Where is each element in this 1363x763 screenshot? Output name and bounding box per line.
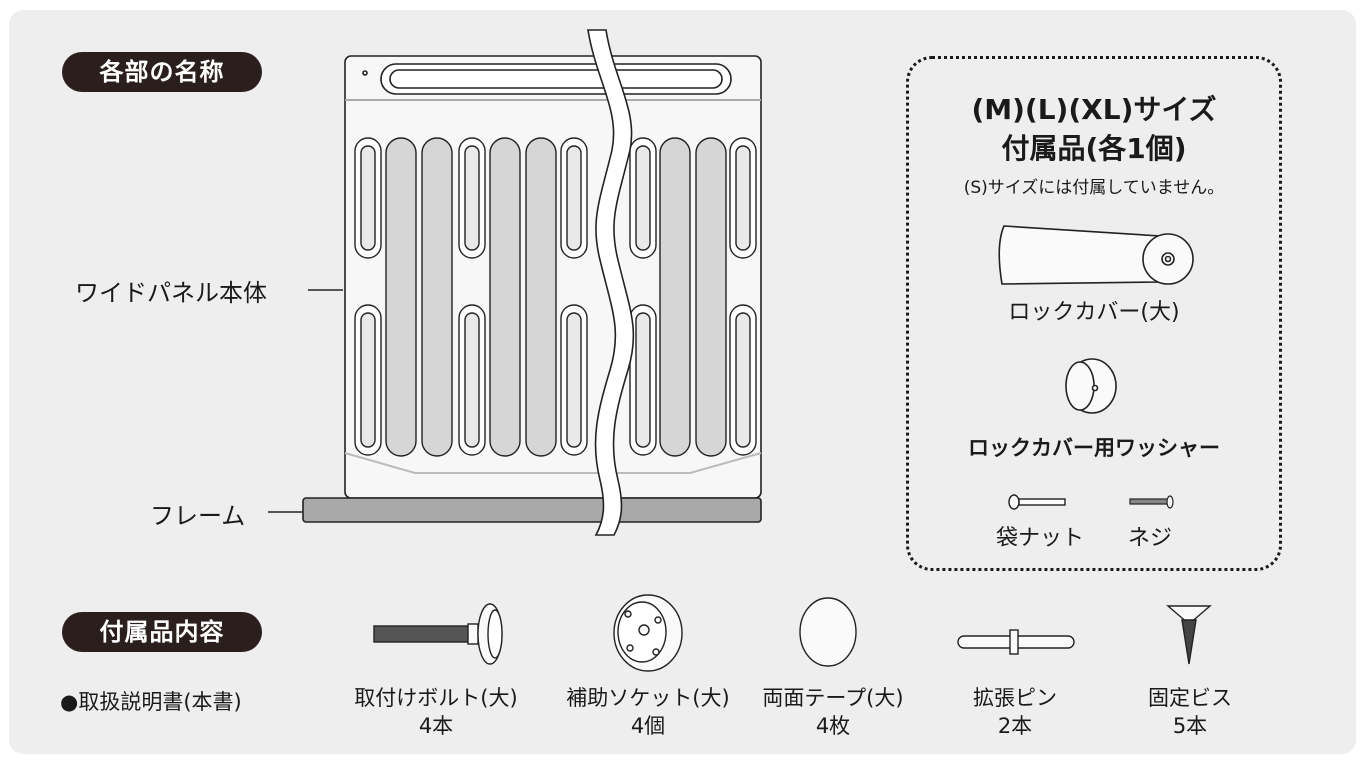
bolt-name: 取付けボルト(大) — [354, 686, 518, 710]
frame-bar — [302, 497, 762, 523]
cap-nut-icon — [1008, 494, 1066, 510]
frame-label: フレーム — [150, 502, 246, 530]
pin-icon — [957, 629, 1075, 655]
accessories-title: 付属品内容 — [99, 618, 225, 646]
accessory-item-bolt: 取付けボルト(大) 4本 — [336, 684, 536, 740]
lock-washer-label: ロックカバー用ワッシャー — [968, 436, 1220, 460]
size-box-title-2: 付属品(各1個) — [1001, 132, 1187, 165]
small-screw-icon — [1129, 495, 1174, 509]
tape-qty: 4枚 — [815, 714, 851, 738]
size-box-note: (S)サイズには付属していません。 — [963, 178, 1225, 198]
socket-name: 補助ソケット(大) — [566, 686, 730, 710]
lock-cover-label: ロックカバー(大) — [1008, 300, 1180, 325]
accessories-title-pill: 付属品内容 — [62, 612, 262, 652]
tape-name: 両面テープ(大) — [762, 686, 904, 710]
bolt-qty: 4本 — [418, 714, 454, 738]
cap-nut-label: 袋ナット — [995, 526, 1084, 551]
accessory-item-pin: 拡張ピン 2本 — [955, 684, 1075, 740]
panel-label: ワイドパネル本体 — [75, 279, 267, 307]
fixing-screw-icon — [1166, 605, 1212, 665]
small-screw-label: ネジ — [1127, 526, 1172, 551]
size-accessory-box — [906, 56, 1282, 571]
manual-label: ●取扱説明書(本書) — [60, 690, 242, 714]
screw-name: 固定ビス — [1148, 686, 1232, 710]
accessory-item-socket: 補助ソケット(大) 4個 — [548, 684, 748, 740]
accessory-item-screw: 固定ビス 5本 — [1130, 684, 1250, 740]
panel-slots — [354, 137, 757, 457]
break-line — [587, 29, 635, 536]
lock-cover-icon — [998, 225, 1194, 285]
lock-washer-icon — [1065, 358, 1117, 414]
accessory-item-tape: 両面テープ(大) 4枚 — [738, 684, 928, 740]
parts-title: 各部の名称 — [99, 58, 225, 86]
bolt-icon — [373, 603, 503, 665]
tape-icon — [799, 597, 857, 667]
size-box-title-1: (M)(L)(XL)サイズ — [971, 93, 1217, 126]
socket-qty: 4個 — [630, 714, 666, 738]
screw-qty: 5本 — [1172, 714, 1208, 738]
socket-icon — [613, 594, 683, 672]
pin-qty: 2本 — [997, 714, 1033, 738]
pin-name: 拡張ピン — [973, 686, 1057, 710]
parts-title-pill: 各部の名称 — [62, 52, 262, 92]
